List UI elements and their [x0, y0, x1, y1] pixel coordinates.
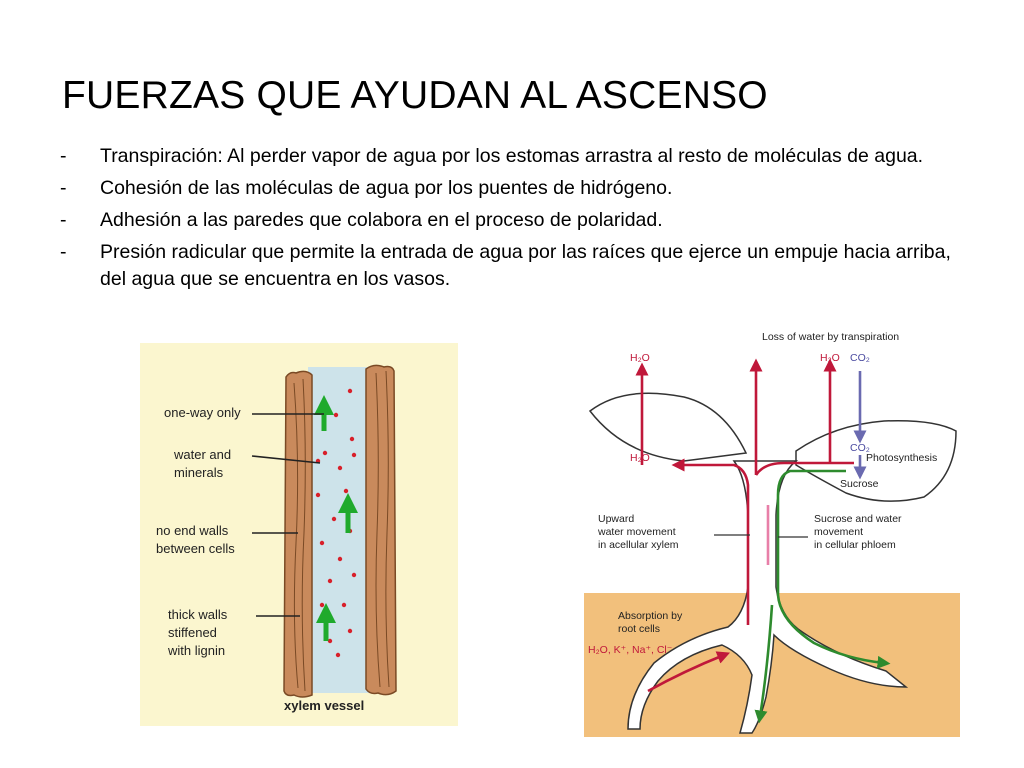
label-co2-mid: CO₂: [850, 442, 870, 454]
bullet-text: Adhesión a las paredes que colabora en e…: [100, 209, 663, 231]
label-upward-line3: in acellular xylem: [598, 539, 679, 551]
label-h2o-right: H₂O: [820, 352, 840, 364]
label-thick-line1: thick walls: [168, 607, 228, 622]
label-h2o-top-left: H₂O: [630, 352, 650, 364]
label-thick-line2: stiffened: [168, 625, 217, 640]
label-sucrose-water-line3: in cellular phloem: [814, 539, 896, 551]
vessel-right-wall: [365, 364, 397, 696]
label-one-way: one-way only: [164, 405, 241, 420]
left-leaf: [588, 392, 748, 462]
bullet-marker: -: [60, 177, 67, 199]
bullet-text: Presión radicular que permite la entrada…: [100, 241, 951, 290]
bullet-item-root-pressure: - Presión radicular que permite la entra…: [60, 239, 980, 293]
label-transpiration: Loss of water by transpiration: [762, 331, 899, 343]
label-water-line2: minerals: [174, 465, 224, 480]
bullet-marker: -: [60, 209, 67, 231]
label-pointers: [251, 413, 324, 617]
label-sucrose: Sucrose: [840, 478, 879, 490]
label-upward-line2: water movement: [597, 526, 676, 538]
label-sucrose-water-line2: movement: [814, 526, 863, 538]
vessel-left-wall: [283, 370, 313, 698]
bullet-item-cohesion: - Cohesión de las moléculas de agua por …: [60, 175, 980, 202]
xylem-vessel-illustration: one-way only water and minerals no end w…: [156, 364, 397, 713]
wall-texture: [293, 370, 390, 692]
phloem-flow: [754, 469, 891, 724]
bullet-list: - Transpiración: Al perder vapor de agua…: [60, 143, 980, 298]
xylem-vessel-figure: one-way only water and minerals no end w…: [140, 343, 458, 726]
label-thick-line3: with lignin: [167, 643, 225, 658]
bullet-text: Transpiración: Al perder vapor de agua p…: [100, 145, 924, 167]
plant-transport-illustration: Loss of water by transpiration H₂O H₂O H…: [584, 331, 960, 737]
label-no-end-line1: no end walls: [156, 523, 229, 538]
bullet-item-transpiration: - Transpiración: Al perder vapor de agua…: [60, 143, 980, 170]
label-h2o-left: H₂O: [630, 452, 650, 464]
slide-title: FUERZAS QUE AYUDAN AL ASCENSO: [62, 74, 768, 117]
bullet-marker: -: [60, 241, 67, 263]
label-water-line1: water and: [173, 447, 231, 462]
flow-arrows: [314, 395, 358, 641]
plant-transport-figure: Loss of water by transpiration H₂O H₂O H…: [584, 325, 960, 737]
bullet-text: Cohesión de las moléculas de agua por lo…: [100, 177, 673, 199]
label-no-end-line2: between cells: [156, 541, 235, 556]
label-upward-line1: Upward: [598, 513, 634, 525]
right-leaf: [795, 419, 957, 502]
figure-caption: xylem vessel: [284, 698, 364, 713]
vessel-lumen: [308, 367, 370, 693]
plant-pointers: [714, 534, 808, 538]
bullet-marker: -: [60, 145, 67, 167]
label-absorption-line2: root cells: [618, 623, 660, 635]
label-co2-top: CO₂: [850, 352, 870, 364]
bullet-item-adhesion: - Adhesión a las paredes que colabora en…: [60, 207, 980, 234]
label-sucrose-water-line1: Sucrose and water: [814, 513, 902, 525]
label-absorption-line1: Absorption by: [618, 610, 683, 622]
label-photosynthesis: Photosynthesis: [866, 452, 937, 464]
xylem-flow: [635, 358, 854, 693]
label-ions: H₂O, K⁺, Na⁺, Cl⁻: [588, 644, 673, 656]
